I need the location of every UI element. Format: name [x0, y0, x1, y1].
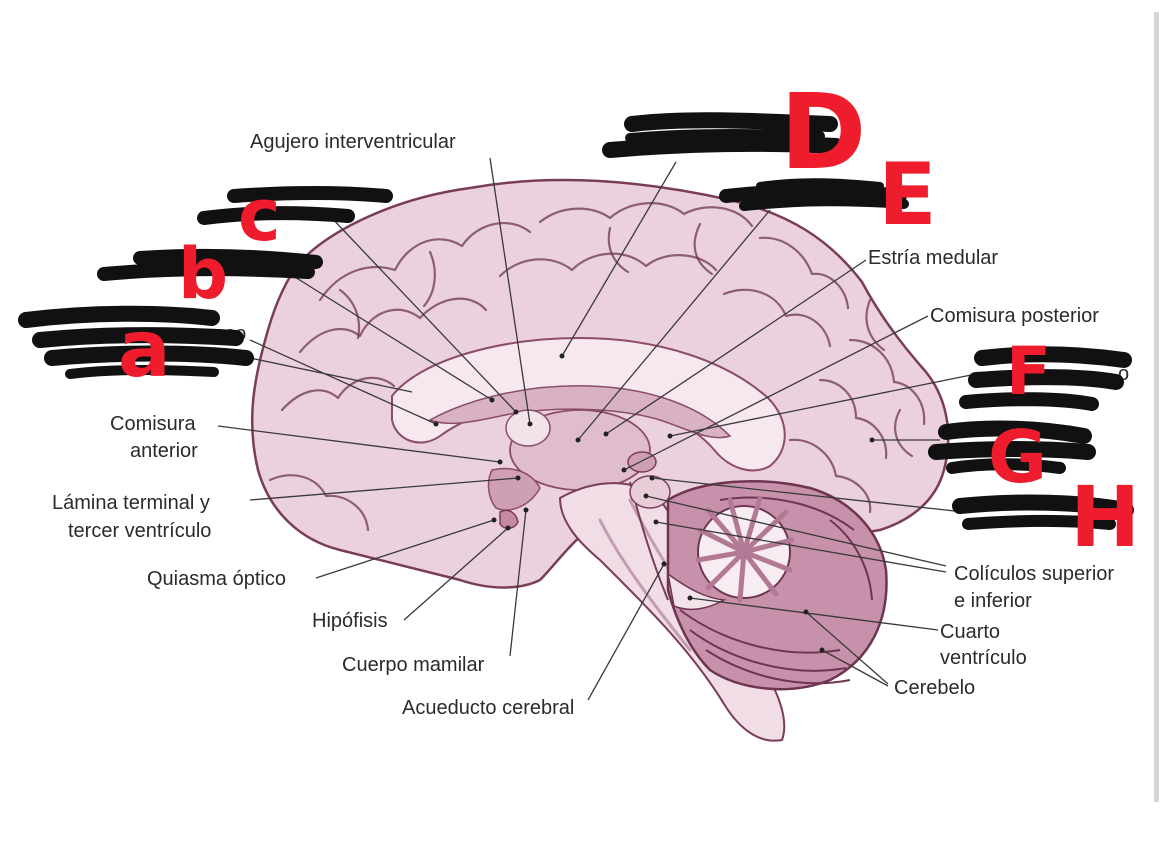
label-lamina-terminal-line1: Lámina terminal y: [52, 492, 210, 514]
label-hipofisis: Hipófisis: [312, 610, 388, 632]
handwritten-e: E: [878, 145, 937, 245]
redaction-g: [928, 420, 1096, 474]
cerebellum: [666, 480, 888, 691]
label-agujero-interventricular: Agujero interventricular: [250, 131, 456, 153]
label-lamina-terminal-line2: tercer ventrículo: [68, 520, 211, 542]
handwritten-c: c: [238, 173, 281, 257]
label-comisura-posterior: Comisura posterior: [930, 305, 1099, 327]
label-coliculos-line1: Colículos superior: [954, 563, 1114, 585]
redaction-h: [952, 494, 1134, 530]
redaction-b: [97, 248, 323, 281]
redaction-d: [602, 112, 844, 158]
pineal-gland: [627, 451, 657, 473]
redaction-f: [959, 346, 1132, 411]
colliculi: [629, 475, 671, 509]
redaction-a: [18, 305, 254, 379]
label-cerebelo: Cerebelo: [894, 677, 975, 699]
handwritten-g: G: [988, 415, 1047, 499]
leader-lines: [217, 157, 977, 701]
label-coliculos-line2: e inferior: [954, 590, 1032, 612]
label-fragment-f: o: [1118, 363, 1129, 385]
label-cuerpo-mamilar: Cuerpo mamilar: [342, 654, 485, 676]
handwritten-a: a: [118, 305, 171, 395]
scrollbar-track: [1154, 12, 1159, 802]
handwritten-h: H: [1070, 468, 1140, 566]
redaction-scribbles: [18, 112, 1134, 530]
redaction-e: [719, 178, 909, 211]
label-estria-medular: Estría medular: [868, 247, 998, 269]
handwritten-f: F: [1006, 333, 1051, 410]
redaction-c: [197, 186, 393, 225]
handwritten-d: D: [780, 71, 866, 193]
label-acueducto-cerebral: Acueducto cerebral: [402, 697, 574, 719]
label-comisura-anterior-line2: anterior: [130, 440, 198, 462]
septum: [505, 409, 551, 447]
label-cuarto-ventriculo-line2: ventrículo: [940, 647, 1027, 669]
lateral-ventricle: [428, 385, 732, 439]
label-quiasma-optico: Quiasma óptico: [147, 568, 286, 590]
label-cuarto-ventriculo-line1: Cuarto: [940, 621, 1000, 643]
handwritten-annotations: a b c D E F G H: [118, 71, 1140, 566]
pituitary: [499, 509, 519, 529]
handwritten-b: b: [178, 233, 228, 315]
labels: Agujero interventricular Estría medular …: [52, 131, 1129, 719]
label-comisura-anterior-line1: Comisura: [110, 413, 196, 435]
